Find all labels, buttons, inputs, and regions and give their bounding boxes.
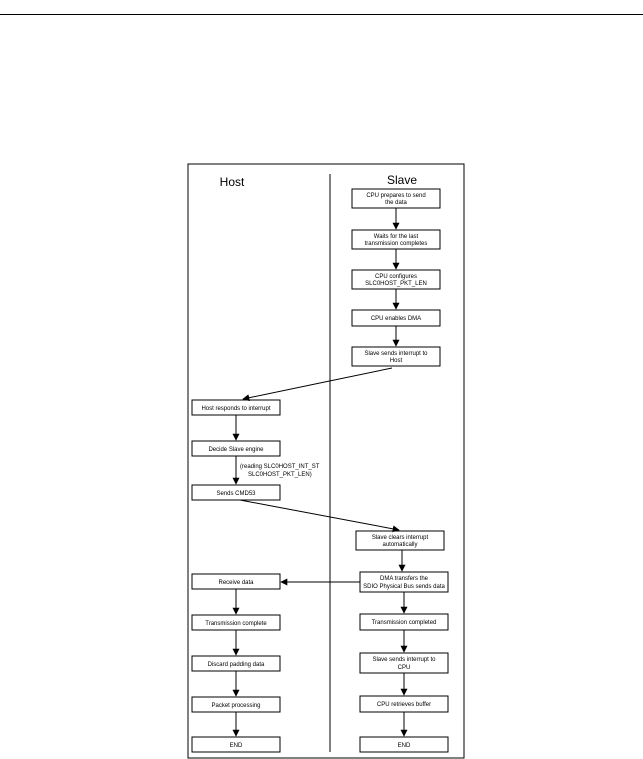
slave-step-configure-pkt-len-line2: SLC0HOST_PKT_LEN xyxy=(365,281,427,287)
host-step-respond-interrupt: Host responds to interrupt xyxy=(191,399,281,416)
host-step-decide-engine: Decide Slave engine xyxy=(191,440,281,457)
slave-step-enable-dma: CPU enables DMA xyxy=(351,309,441,327)
edge-note-line1: (reading SLC0HOST_INT_ST xyxy=(240,464,320,470)
host-step-send-cmd53-line1: Sends CMD53 xyxy=(216,491,256,497)
host-step-packet-processing-line1: Packet processing xyxy=(211,703,260,709)
slave-step-wait-last-transmission-line2: transmission completes xyxy=(365,241,428,247)
slave-step-interrupt-host-line1: Slave sends interrupt to xyxy=(364,351,428,357)
host-step-discard-padding-line1: Discard padding data xyxy=(208,662,265,668)
slave-step-prepare-data: CPU prepares to send the data xyxy=(351,188,441,209)
host-step-receive-data-line1: Receive data xyxy=(218,580,254,586)
slave-step-enable-dma-line1: CPU enables DMA xyxy=(371,316,421,322)
arrow-slave-interrupt-to-host xyxy=(242,367,393,402)
slave-step-end: END xyxy=(359,736,449,753)
slave-step-wait-last-transmission: Waits for the last transmission complete… xyxy=(351,229,441,250)
slave-step-wait-last-transmission-line1: Waits for the last xyxy=(374,234,419,240)
slave-step-end-line1: END xyxy=(398,743,411,749)
slave-step-clear-interrupt-line1: Slave clears interrupt xyxy=(372,535,429,541)
diagram-frame xyxy=(187,163,465,759)
edge-note-line2: SLC0HOST_PKT_LEN) xyxy=(248,472,312,478)
slave-step-retrieve-buffer: CPU retrieves buffer xyxy=(359,695,449,713)
host-step-packet-processing: Packet processing xyxy=(191,696,281,713)
host-lane-heading: Host xyxy=(220,175,245,189)
slave-step-interrupt-cpu: Slave sends interrupt to CPU xyxy=(359,652,449,674)
arrow-cmd53-to-slave xyxy=(239,499,400,533)
slave-lane-heading: Slave xyxy=(387,173,417,187)
host-step-end-line1: END xyxy=(230,743,243,749)
slave-step-dma-transfer-line1: DMA transfers the xyxy=(380,576,429,582)
slave-step-configure-pkt-len: CPU configures SLC0HOST_PKT_LEN xyxy=(351,269,441,290)
slave-step-interrupt-cpu-line2: CPU xyxy=(398,665,411,671)
host-step-receive-data: Receive data xyxy=(191,573,281,590)
slave-step-retrieve-buffer-line1: CPU retrieves buffer xyxy=(377,702,431,708)
host-step-discard-padding: Discard padding data xyxy=(191,655,281,672)
slave-step-interrupt-host-line2: Host xyxy=(390,358,403,364)
slave-step-clear-interrupt-line2: automatically xyxy=(382,542,417,548)
slave-step-transmission-completed-line1: Transmission completed xyxy=(372,620,437,626)
host-step-respond-interrupt-line1: Host responds to interrupt xyxy=(201,406,270,412)
host-step-decide-engine-line1: Decide Slave engine xyxy=(208,447,264,453)
host-step-transmission-complete: Transmission complete xyxy=(191,614,281,631)
host-step-end: END xyxy=(191,736,281,753)
slave-step-transmission-completed: Transmission completed xyxy=(359,613,449,631)
slave-step-dma-transfer: DMA transfers the SDIO Physical Bus send… xyxy=(359,571,449,593)
slave-step-interrupt-cpu-line1: Slave sends interrupt to xyxy=(372,657,436,663)
slave-step-prepare-data-line1: CPU prepares to send xyxy=(366,193,425,199)
page-top-rule xyxy=(0,14,643,15)
host-step-transmission-complete-line1: Transmission complete xyxy=(205,621,267,627)
slave-step-prepare-data-line2: the data xyxy=(385,200,407,206)
slave-step-configure-pkt-len-line1: CPU configures xyxy=(375,274,417,280)
slave-step-interrupt-host: Slave sends interrupt to Host xyxy=(351,346,441,367)
slave-step-clear-interrupt: Slave clears interrupt automatically xyxy=(355,530,445,551)
host-step-send-cmd53: Sends CMD53 xyxy=(191,484,281,501)
slave-step-dma-transfer-line2: SDIO Physical Bus sends data xyxy=(363,584,445,590)
